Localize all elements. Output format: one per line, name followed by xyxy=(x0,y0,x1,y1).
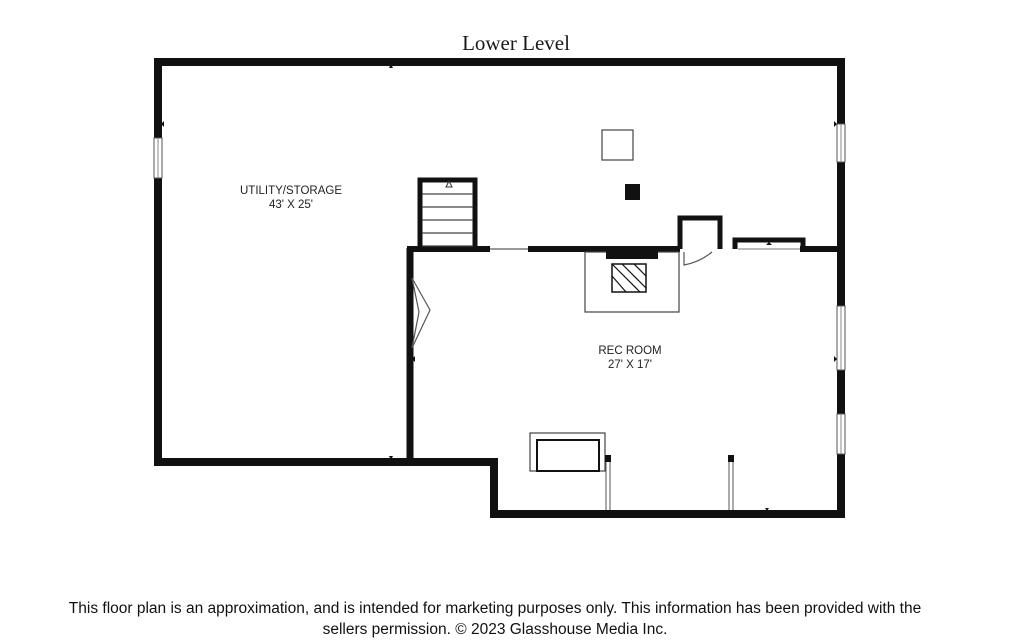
window-left xyxy=(153,137,163,179)
exterior-wall xyxy=(154,58,845,518)
door-swing xyxy=(683,251,713,266)
room-name-utility: UTILITY/STORAGE xyxy=(240,185,342,197)
window-right-middle xyxy=(836,305,846,371)
closet-wall xyxy=(677,215,723,249)
staircase xyxy=(417,177,478,248)
disclaimer-line: sellers permission. © 2023 Glasshouse Me… xyxy=(322,621,668,638)
room-name-rec-room: REC ROOM xyxy=(598,345,661,357)
wall-marker xyxy=(834,121,837,127)
fireplace xyxy=(584,250,680,313)
wall-stub-left xyxy=(605,455,611,510)
wall-stub-right xyxy=(728,455,734,510)
window-right-upper xyxy=(836,123,846,163)
utility-fixture-solid xyxy=(625,184,640,200)
built-in-bench xyxy=(529,432,606,472)
utility-fixture-outline xyxy=(601,129,634,161)
room-dimensions-rec-room: 27' X 17' xyxy=(608,359,652,371)
wall-marker xyxy=(765,508,769,511)
wall-marker xyxy=(834,356,837,362)
alcove-marker xyxy=(766,242,772,245)
wall-marker xyxy=(389,64,393,68)
room-dimensions-utility: 43' X 25' xyxy=(269,199,313,211)
window-right-lower xyxy=(836,413,846,455)
disclaimer-line: This floor plan is an approximation, and… xyxy=(68,600,922,617)
wall-marker xyxy=(412,356,415,362)
wall-marker xyxy=(161,121,164,127)
wall-marker xyxy=(389,456,393,460)
alcove-wall xyxy=(732,237,806,249)
bifold-door xyxy=(411,277,431,349)
disclaimer-text: This floor plan is an approximation, and… xyxy=(0,598,990,640)
floor-plan-title: Lower Level xyxy=(462,31,570,55)
